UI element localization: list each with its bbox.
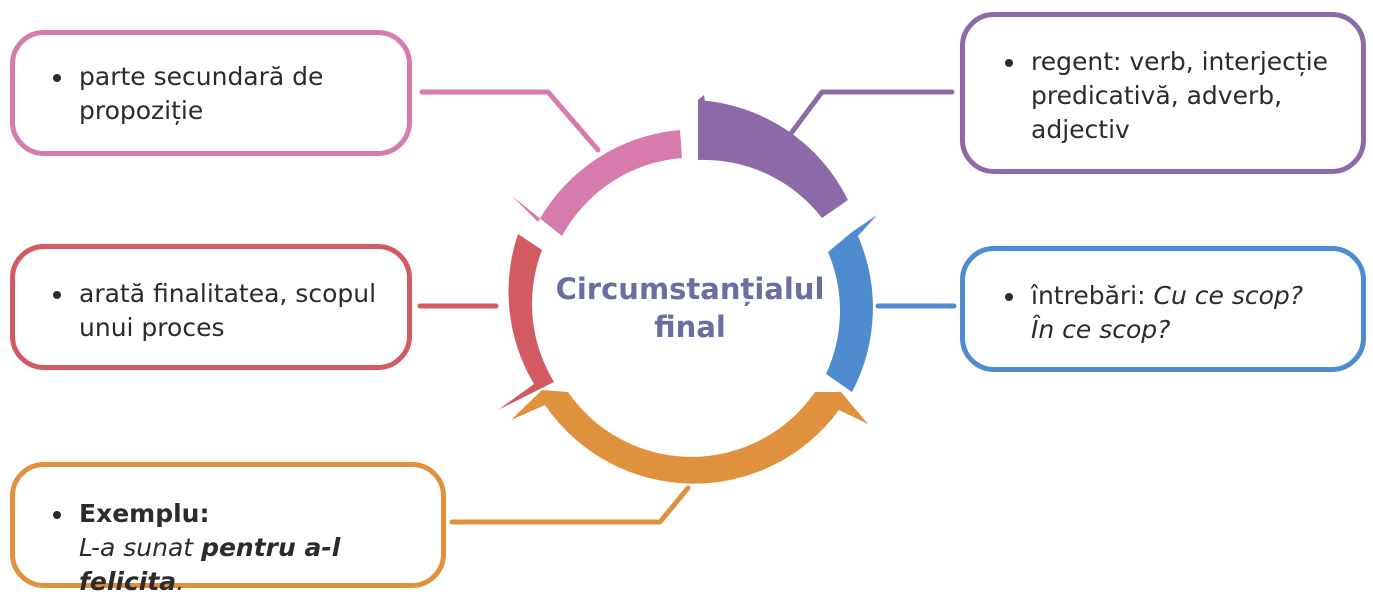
connector-orange	[449, 485, 691, 525]
question-2: În ce scop?	[1031, 315, 1171, 344]
connector-purple	[777, 89, 955, 151]
box-part-of-speech: parte secundară de propoziție	[10, 30, 412, 156]
ring-segment-purple	[698, 100, 848, 218]
bullet-part-of-speech: parte secundară de propoziție	[53, 60, 387, 128]
ring-segment-blue	[826, 215, 877, 392]
connector-pink	[419, 89, 601, 153]
example-label: Exemplu:	[79, 499, 210, 528]
ring-segment-pink	[512, 130, 682, 236]
bullet-questions: întrebări: Cu ce scop? În ce scop?	[1005, 279, 1341, 347]
example-sentence-highlight: pentru a-l felicita	[79, 533, 341, 596]
box-regent: regent: verb, interjecție predicativă, a…	[960, 12, 1366, 174]
bullet-purpose: arată finalitatea, scopul unui proces	[53, 277, 387, 345]
bullet-example: Exemplu: L-a sunat pentru a-l felicita.	[53, 497, 421, 599]
example-sentence-start: L-a sunat	[79, 533, 202, 562]
questions-prefix: întrebări:	[1031, 281, 1154, 310]
box-purpose: arată finalitatea, scopul unui proces	[10, 244, 412, 370]
center-title: Circumstanțialul final	[540, 270, 840, 346]
box-questions: întrebări: Cu ce scop? În ce scop?	[960, 246, 1366, 372]
bullet-regent: regent: verb, interjecție predicativă, a…	[1005, 45, 1341, 147]
question-1: Cu ce scop?	[1153, 281, 1304, 310]
center-title-line1: Circumstanțialul	[555, 272, 825, 306]
center-title-line2: final	[654, 310, 726, 344]
ring-tip-purple	[698, 95, 710, 135]
box-example: Exemplu: L-a sunat pentru a-l felicita.	[10, 462, 446, 596]
ring-segment-orange	[511, 390, 868, 484]
example-sentence-end: .	[176, 567, 185, 596]
ring-segment-red	[498, 234, 554, 410]
